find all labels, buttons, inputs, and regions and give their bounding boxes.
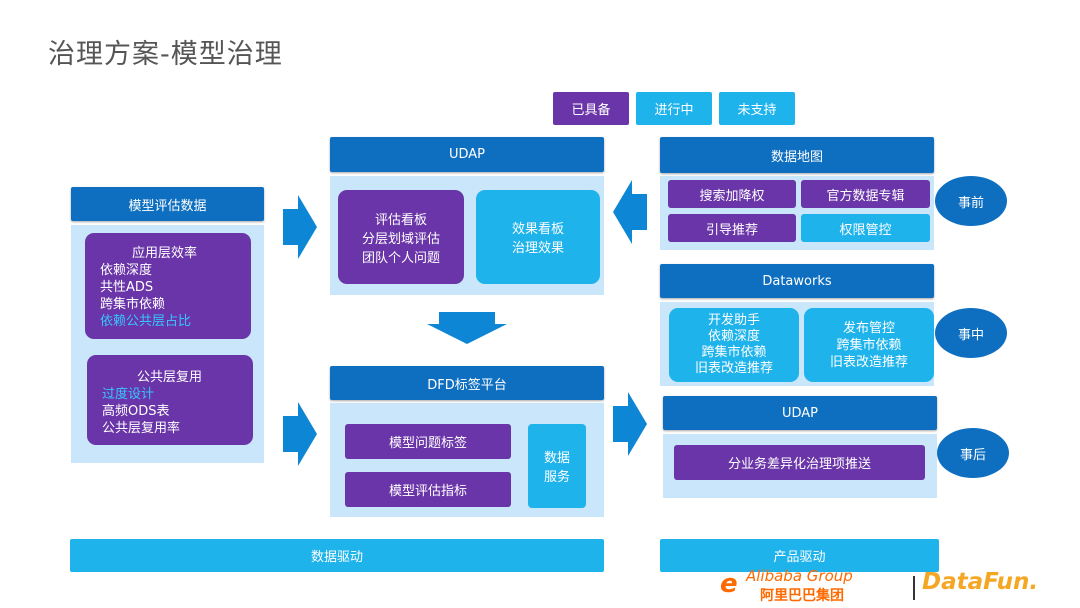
dataworks-header: Dataworks — [660, 264, 934, 298]
box-line: 效果看板 — [511, 222, 564, 237]
data-driven-bar: 数据驱动 — [70, 539, 604, 572]
box-line: 分层划域评估 — [361, 231, 440, 247]
box-line: 旧表改造推荐 — [829, 354, 908, 370]
page-title: 治理方案-模型治理 — [48, 39, 283, 70]
arrow-right-icon — [283, 195, 317, 259]
alibaba-cn-text: 阿里巴巴集团 — [760, 588, 844, 604]
box-line: 发布管控 — [842, 320, 895, 336]
box-line: 评估看板 — [374, 212, 427, 228]
arrow-right-icon — [613, 392, 647, 456]
list-item: 公共层复用率 — [102, 421, 181, 436]
box-line: 跨集市依赖 — [701, 345, 767, 360]
legend-ready: 已具备 — [553, 92, 629, 125]
permission-control-box: 权限管控 — [801, 214, 930, 242]
datafun-logo: DataFun. — [922, 569, 1039, 595]
product-driven-bar: 产品驱动 — [660, 539, 939, 572]
dev-assistant-box: 开发助手 依赖深度 跨集市依赖 旧表改造推荐 — [669, 308, 799, 382]
arrow-right-icon — [283, 402, 317, 466]
box-line: 旧表改造推荐 — [694, 361, 773, 376]
effect-dashboard-box: 效果看板 治理效果 — [476, 190, 600, 284]
alibaba-logo: e Alibaba Group 阿里巴巴集团 — [720, 567, 910, 607]
box-line: 依赖深度 — [707, 329, 760, 344]
model-eval-metric-box: 模型评估指标 — [345, 472, 511, 507]
list-item-highlight: 过度设计 — [102, 387, 155, 402]
box-line: 团队个人问题 — [361, 250, 440, 266]
model-eval-header: 模型评估数据 — [71, 187, 264, 221]
phase-before-badge: 事前 — [935, 176, 1007, 226]
datamap-header: 数据地图 — [660, 137, 934, 173]
alibaba-en-text: Alibaba Group — [746, 567, 853, 585]
udap-top-header: UDAP — [330, 137, 604, 172]
search-rank-box: 搜索加降权 — [668, 180, 796, 208]
alibaba-icon: e — [720, 569, 738, 599]
dfd-header: DFD标签平台 — [330, 366, 604, 400]
diff-governance-push-box: 分业务差异化治理项推送 — [674, 445, 925, 480]
official-album-box: 官方数据专辑 — [801, 180, 930, 208]
arrow-left-icon — [613, 180, 647, 244]
list-item: 跨集市依赖 — [100, 297, 166, 312]
eval-dashboard-box: 评估看板 分层划域评估 团队个人问题 — [338, 190, 464, 284]
legend-unsupported: 未支持 — [719, 92, 795, 125]
guide-recommend-box: 引导推荐 — [668, 214, 796, 242]
release-control-box: 发布管控 跨集市依赖 旧表改造推荐 — [804, 308, 934, 382]
list-item: 高频ODS表 — [102, 404, 170, 419]
box-line: 跨集市依赖 — [836, 337, 902, 353]
public-reuse-title: 公共层复用 — [137, 370, 203, 385]
udap-bottom-header: UDAP — [663, 396, 937, 430]
phase-during-badge: 事中 — [935, 308, 1007, 358]
phase-after-badge: 事后 — [937, 428, 1009, 478]
public-reuse-box: 公共层复用 过度设计 高频ODS表 公共层复用率 — [87, 355, 253, 445]
list-item-highlight: 依赖公共层占比 — [100, 314, 192, 329]
legend-in-progress: 进行中 — [636, 92, 712, 125]
data-service-box: 数据 服务 — [528, 424, 586, 508]
app-efficiency-title: 应用层效率 — [132, 246, 198, 261]
box-line: 开发助手 — [707, 313, 760, 328]
logo-divider — [913, 576, 915, 600]
app-efficiency-box: 应用层效率 依赖深度 共性ADS 跨集市依赖 依赖公共层占比 — [85, 233, 251, 339]
box-line: 数据 — [543, 451, 570, 466]
list-item: 依赖深度 — [100, 263, 153, 278]
box-line: 服务 — [543, 470, 570, 485]
arrow-down-icon — [427, 312, 507, 344]
box-line: 治理效果 — [511, 241, 564, 256]
model-issue-tag-box: 模型问题标签 — [345, 424, 511, 459]
list-item: 共性ADS — [100, 280, 154, 295]
